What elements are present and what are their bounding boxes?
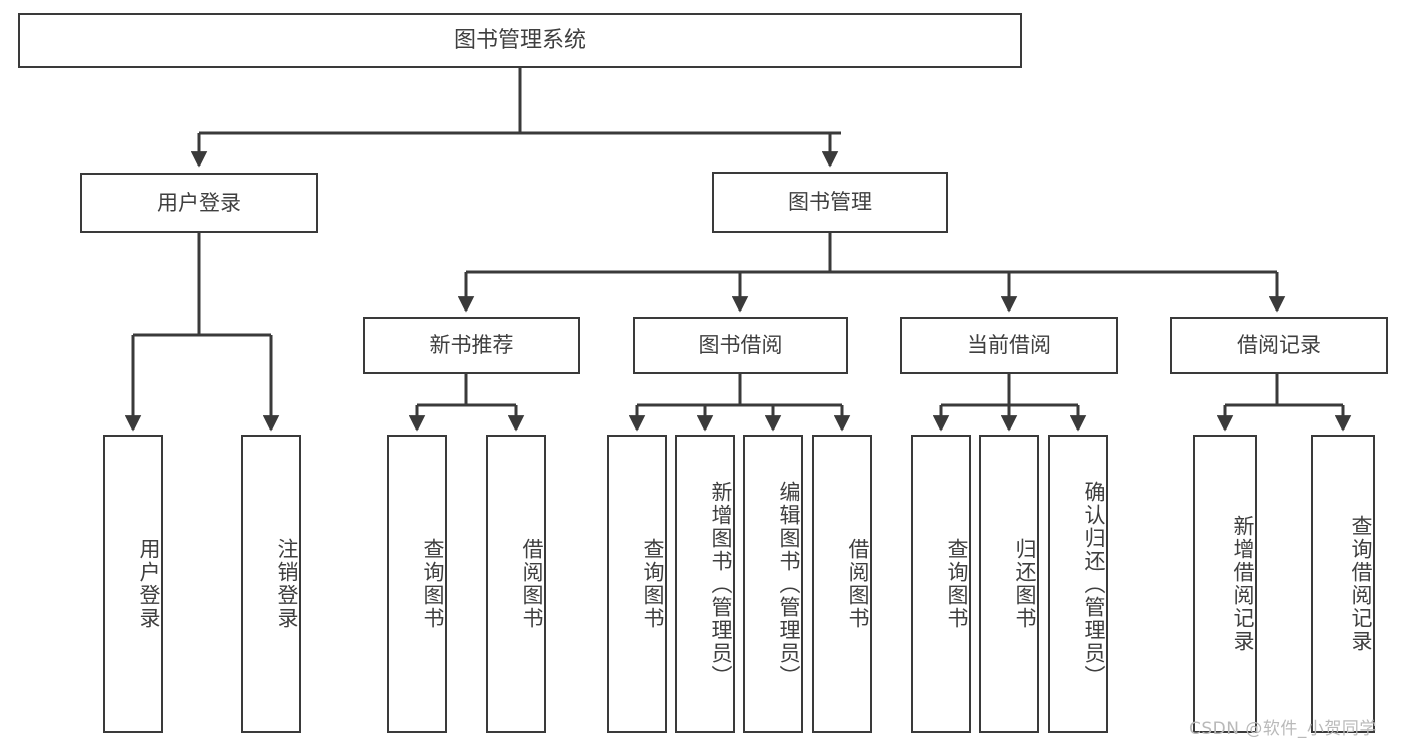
node-leaf-query-record-label: 查询借阅记录 [1349,515,1373,653]
node-root[interactable]: 图书管理系统 [18,13,1022,68]
node-book-manage-label: 图书管理 [788,190,872,215]
node-leaf-add-book[interactable]: 新增图书（管理员） [675,435,735,733]
node-leaf-edit-book-label: 编辑图书（管理员） [777,480,801,688]
node-book-manage[interactable]: 图书管理 [712,172,948,233]
node-leaf-query-book-2-label: 查询图书 [641,538,665,630]
node-leaf-borrow-book-1[interactable]: 借阅图书 [486,435,546,733]
node-leaf-logout-label: 注销登录 [275,538,299,630]
node-leaf-borrow-book-2-label: 借阅图书 [846,538,870,630]
node-leaf-logout[interactable]: 注销登录 [241,435,301,733]
node-leaf-add-book-label: 新增图书（管理员） [709,480,733,688]
node-leaf-query-book-3[interactable]: 查询图书 [911,435,971,733]
node-book-borrow-label: 图书借阅 [698,333,783,358]
node-user-login-label: 用户登录 [157,190,241,215]
csdn-watermark: CSDN @软件_小贺同学 [1189,719,1377,739]
node-book-borrow[interactable]: 图书借阅 [633,317,848,374]
node-borrow-record[interactable]: 借阅记录 [1170,317,1388,374]
node-leaf-return-book-label: 归还图书 [1013,538,1037,630]
node-leaf-query-record[interactable]: 查询借阅记录 [1311,435,1375,733]
node-leaf-borrow-book-2[interactable]: 借阅图书 [812,435,872,733]
node-leaf-query-book-3-label: 查询图书 [945,538,969,630]
node-leaf-return-book[interactable]: 归还图书 [979,435,1039,733]
node-leaf-query-book-1-label: 查询图书 [421,538,445,630]
node-new-book-recommend[interactable]: 新书推荐 [363,317,580,374]
node-leaf-borrow-book-1-label: 借阅图书 [520,538,544,630]
node-leaf-edit-book[interactable]: 编辑图书（管理员） [743,435,803,733]
node-leaf-query-book-2[interactable]: 查询图书 [607,435,667,733]
node-root-label: 图书管理系统 [453,27,586,53]
node-leaf-confirm-return-label: 确认归还（管理员） [1082,480,1106,688]
node-user-login[interactable]: 用户登录 [80,173,318,233]
node-new-book-recommend-label: 新书推荐 [429,333,514,358]
node-leaf-confirm-return[interactable]: 确认归还（管理员） [1048,435,1108,733]
node-current-borrow[interactable]: 当前借阅 [900,317,1118,374]
node-leaf-user-login[interactable]: 用户登录 [103,435,163,733]
node-leaf-add-record-label: 新增借阅记录 [1231,515,1255,653]
node-leaf-user-login-label: 用户登录 [137,538,161,630]
node-leaf-query-book-1[interactable]: 查询图书 [387,435,447,733]
node-current-borrow-label: 当前借阅 [967,333,1051,358]
node-borrow-record-label: 借阅记录 [1237,333,1321,358]
node-leaf-add-record[interactable]: 新增借阅记录 [1193,435,1257,733]
